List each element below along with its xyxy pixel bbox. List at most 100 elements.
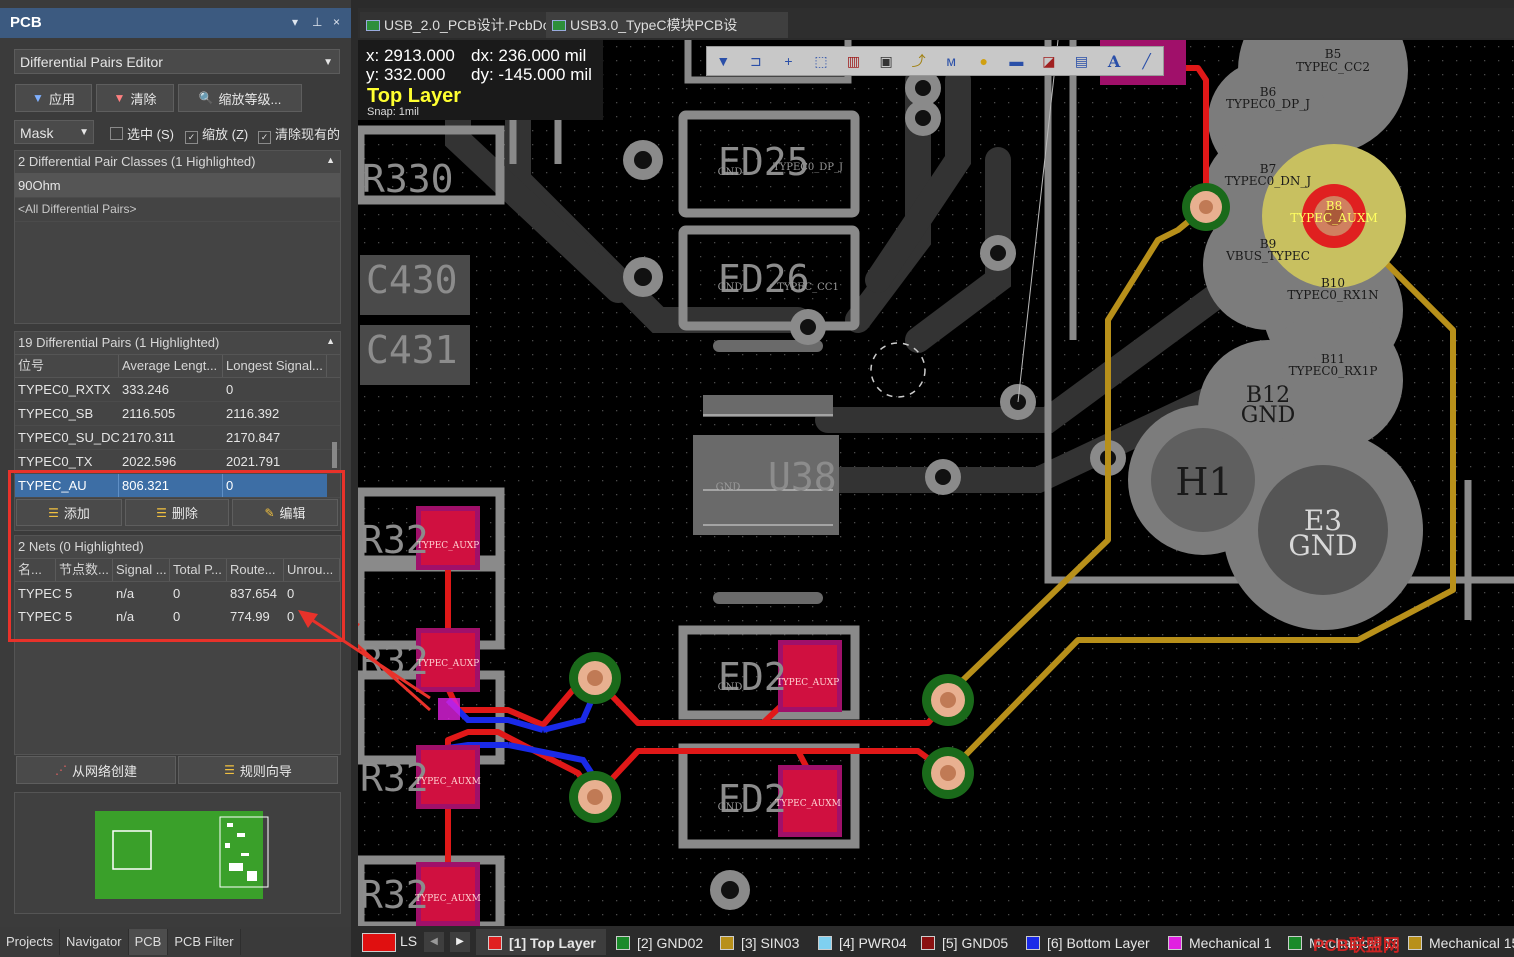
cross-icon[interactable]: + [784,53,793,69]
select-rect-icon[interactable]: ⬚ [814,52,828,69]
layer-tab-gnd02[interactable]: [2] GND02 [616,934,703,952]
cell: n/a [116,609,135,624]
class-item[interactable]: 90Ohm [15,174,340,198]
fill-icon[interactable]: ▬ [1009,53,1024,69]
layer-tab-mechanical15[interactable]: Mechanical 15 [1408,934,1514,952]
text-icon[interactable]: A [1107,51,1121,71]
chevron-down-icon: ▼ [323,57,333,68]
layer-tab-sin03[interactable]: [3] SIN03 [720,934,799,952]
rule-wizard-button[interactable]: ☰规则向导 [178,756,338,784]
select-label: 选中 (S) [127,127,174,142]
layer-label: Mechanical 1 [1189,935,1272,951]
designator-c430: C430 [366,258,458,302]
tab-pcb-filter[interactable]: PCB Filter [168,929,241,955]
panel-menu-icon[interactable]: ▾ [292,15,299,29]
cell: TYPEC 5 [18,609,73,624]
board-preview[interactable] [14,792,341,914]
collapse-icon[interactable]: ▲ [326,155,335,165]
edit-pair-button[interactable]: ✎编辑 [232,499,338,526]
clear-button[interactable]: ▼清除 [96,84,174,112]
layer-label: Mechanical 15 [1429,935,1514,951]
designator-ed25: ED25 [718,140,810,184]
column-header[interactable]: Total P... [170,559,227,581]
column-header[interactable]: Longest Signal... [223,355,327,377]
layer-swatch [720,936,734,950]
layer-swatch [1026,936,1040,950]
cell: 2116.505 [122,406,176,421]
board-preview-graphic [95,811,269,899]
pcb-graphic: R330 C430 C431 ED25 ED26 U38 R32 R32 R32… [358,40,1514,926]
select-checkbox[interactable]: 选中 (S) [110,124,174,143]
column-header[interactable]: 节点数... [56,559,113,581]
layer-tab-gnd05[interactable]: [5] GND05 [921,934,1008,952]
pairs-column-headers: 位号 Average Lengt... Longest Signal... [15,355,340,378]
align-icon[interactable]: ▥ [846,52,861,69]
column-header[interactable]: 名... [15,559,56,581]
cell: 333.246 [122,382,169,397]
tab-usb3-pcbdoc[interactable]: USB3.0_TypeC模块PCB设计.PcbDoc [546,12,788,59]
delete-pair-button[interactable]: ☰删除 [125,499,229,526]
via-icon[interactable]: ● [979,53,989,69]
line-icon[interactable]: ╱ [1142,52,1151,69]
layer-tab-mechanical13[interactable]: Mechanical 13 [1288,934,1399,952]
cell: n/a [116,586,135,601]
route-icon[interactable]: ⊐ [749,52,762,69]
tab-navigator[interactable]: Navigator [60,929,129,955]
net-label: TYPEC0_DP_J [1226,97,1310,111]
component-icon[interactable]: ▣ [879,52,893,69]
layer-tab-top[interactable]: [1] Top Layer [488,934,596,952]
pcb-panel: PCB ▾ ⊥ × Differential Pairs Editor ▼ ▼应… [0,0,351,957]
column-header[interactable]: Average Lengt... [119,355,223,377]
tab-usb2-pcbdoc[interactable]: USB_2.0_PCB设计.PcbDoc [360,12,570,38]
layer-swatch [921,936,935,950]
polygon-icon[interactable]: ◪ [1042,52,1056,69]
pairs-header: 19 Differential Pairs (1 Highlighted) [15,332,340,355]
mask-dropdown[interactable]: Mask ▼ [14,120,94,144]
designator-h1: H1 [1175,460,1232,504]
layer-set-ls[interactable]: LS [400,933,418,949]
close-icon[interactable]: × [333,15,341,29]
layer-tab-pwr04[interactable]: [4] PWR04 [818,934,907,952]
clear-existing-checkbox[interactable]: ✓清除现有的 [258,124,350,144]
scrollbar-thumb[interactable] [332,442,337,468]
layer-label: Mechanical 13 [1309,935,1400,951]
column-header[interactable]: Unrou... [284,559,340,581]
pad-net-label: TYPEC_AUXP [417,541,480,551]
cell: 2116.392 [226,406,280,421]
add-pair-button[interactable]: ☰添加 [16,499,122,526]
layer-scroll-left[interactable]: ◀ [424,932,444,952]
layer-tab-bottom[interactable]: [6] Bottom Layer [1026,934,1150,952]
collapse-icon[interactable]: ▲ [326,336,335,346]
column-header[interactable]: Route... [227,559,284,581]
mode-dropdown[interactable]: Differential Pairs Editor ▼ [14,49,340,74]
pad-net-label: GND [718,802,743,813]
magnifier-icon: 🔍 [198,91,214,105]
interactive-route-icon[interactable]: ⤴ [911,53,926,69]
tab-pcb[interactable]: PCB [128,929,169,955]
current-layer-color[interactable] [362,933,396,952]
pin-icon[interactable]: ⊥ [312,15,323,29]
diff-pair-route-icon[interactable]: ᴍ [946,53,957,69]
pcb-canvas[interactable]: R330 C430 C431 ED25 ED26 U38 R32 R32 R32… [358,40,1514,926]
zoom-level-button[interactable]: 🔍缩放等级... [178,84,302,112]
dimension-icon[interactable]: ▤ [1074,52,1089,69]
column-header[interactable]: Signal ... [113,559,170,581]
column-header[interactable]: 位号 [15,355,119,377]
layer-scroll-right[interactable]: ▶ [450,932,470,952]
apply-button[interactable]: ▼应用 [15,84,92,112]
layer-tab-mechanical1[interactable]: Mechanical 1 [1168,934,1272,952]
class-item[interactable]: <All Differential Pairs> [15,198,340,222]
tab-projects[interactable]: Projects [0,929,60,955]
create-from-nets-label: 从网络创建 [71,763,137,779]
filter-icon[interactable]: ▼ [716,53,731,69]
designator-c431: C431 [366,328,458,372]
zoom-checkbox[interactable]: ✓缩放 (Z) [185,124,248,144]
create-from-nets-button[interactable]: ⋰从网络创建 [16,756,176,784]
